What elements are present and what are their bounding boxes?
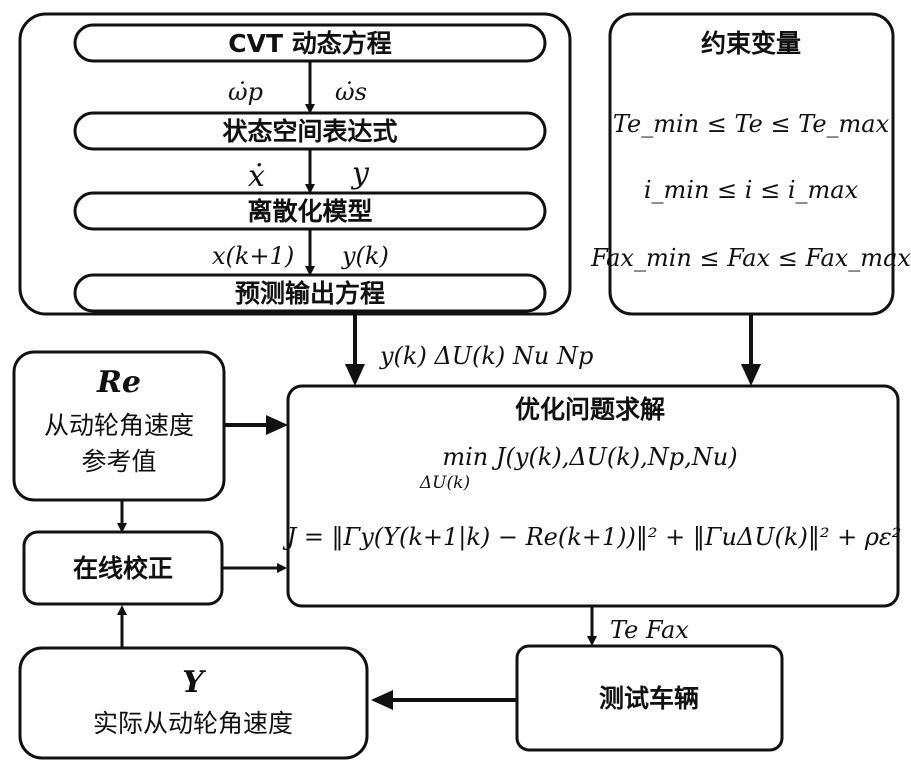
constraint-i: i_min ≤ i ≤ i_max — [644, 176, 859, 204]
min-subscript: ΔU(k) — [419, 473, 470, 493]
state-space-label: 状态空间表达式 — [222, 117, 397, 146]
te-fax-label: Te Fax — [610, 616, 689, 644]
x-k1-label: x(k+1) — [212, 242, 294, 270]
min-expression: min J(y(k),ΔU(k),Np,Nu) — [442, 443, 737, 471]
test-vehicle-label: 测试车辆 — [599, 684, 699, 713]
predict-out-label: 预测输出方程 — [235, 279, 385, 308]
constraints-title: 约束变量 — [701, 29, 801, 58]
omega-s-label: ω̇s — [335, 78, 367, 106]
actual-speed-label: 实际从动轮角速度 — [93, 709, 293, 738]
constraint-fax: Fax_min ≤ Fax ≤ Fax_max — [590, 244, 911, 272]
y-k-label: y(k) — [341, 242, 389, 270]
re-label-line2: 参考值 — [81, 447, 156, 476]
pred-vars-label: y(k) ΔU(k) Nu Np — [379, 342, 593, 370]
cost-function: J = ‖Γy(Y(k+1|k) − Re(k+1))‖² + ‖ΓuΔU(k)… — [282, 523, 902, 552]
online-correction-label: 在线校正 — [73, 554, 173, 583]
discrete-label: 离散化模型 — [247, 197, 372, 226]
y-label: y — [350, 156, 370, 191]
optimization-title: 优化问题求解 — [515, 395, 665, 424]
y-symbol: Y — [182, 665, 206, 700]
re-label-line1: 从动轮角速度 — [44, 411, 194, 440]
re-symbol: Re — [96, 365, 141, 400]
cvt-eq-label: CVT 动态方程 — [228, 29, 391, 58]
omega-p-label: ω̇p — [228, 78, 263, 106]
constraint-te: Te_min ≤ Te ≤ Te_max — [613, 110, 890, 138]
x-dot-label: ẋ — [248, 159, 265, 194]
